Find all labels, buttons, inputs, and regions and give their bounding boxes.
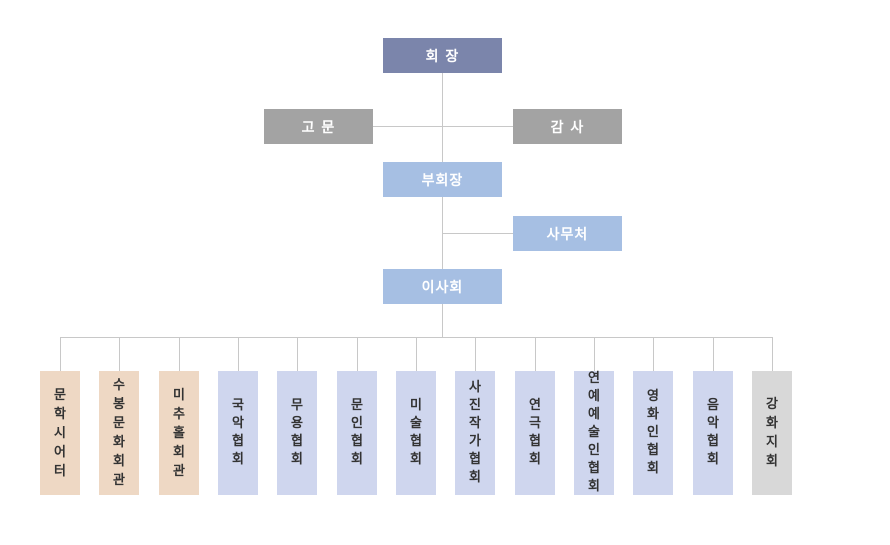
member-box: 미술협회	[396, 371, 436, 495]
secretariat-box: 사무처	[513, 216, 622, 251]
member-label: 국악협회	[232, 398, 244, 467]
member-label: 영화인협회	[647, 389, 659, 476]
member-label: 문인협회	[351, 398, 363, 467]
vice-president-box: 부회장	[383, 162, 502, 197]
member-box: 연예예술인협회	[574, 371, 614, 495]
member-box: 강화지회	[752, 371, 792, 495]
president-box: 회 장	[383, 38, 502, 73]
member-label: 음악협회	[707, 398, 719, 467]
member-label: 연극협회	[529, 398, 541, 467]
member-box: 문학시어터	[40, 371, 80, 495]
member-box: 음악협회	[693, 371, 733, 495]
adviser-box: 고 문	[264, 109, 373, 144]
member-label: 미추홀회관	[173, 387, 185, 479]
member-box: 영화인협회	[633, 371, 673, 495]
member-box: 미추홀회관	[159, 371, 199, 495]
member-box: 사진작가협회	[455, 371, 495, 495]
member-label: 사진작가협회	[469, 380, 481, 485]
member-label: 수봉문화회관	[113, 378, 125, 488]
member-box: 수봉문화회관	[99, 371, 139, 495]
board-box: 이사회	[383, 269, 502, 304]
member-label: 강화지회	[766, 397, 778, 469]
member-label: 미술협회	[410, 398, 422, 467]
member-box: 연극협회	[515, 371, 555, 495]
member-box: 국악협회	[218, 371, 258, 495]
member-label: 연예예술인협회	[588, 371, 600, 494]
member-label: 무용협회	[291, 398, 303, 467]
auditor-box: 감 사	[513, 109, 622, 144]
member-label: 문학시어터	[54, 387, 66, 479]
member-box: 문인협회	[337, 371, 377, 495]
member-box: 무용협회	[277, 371, 317, 495]
